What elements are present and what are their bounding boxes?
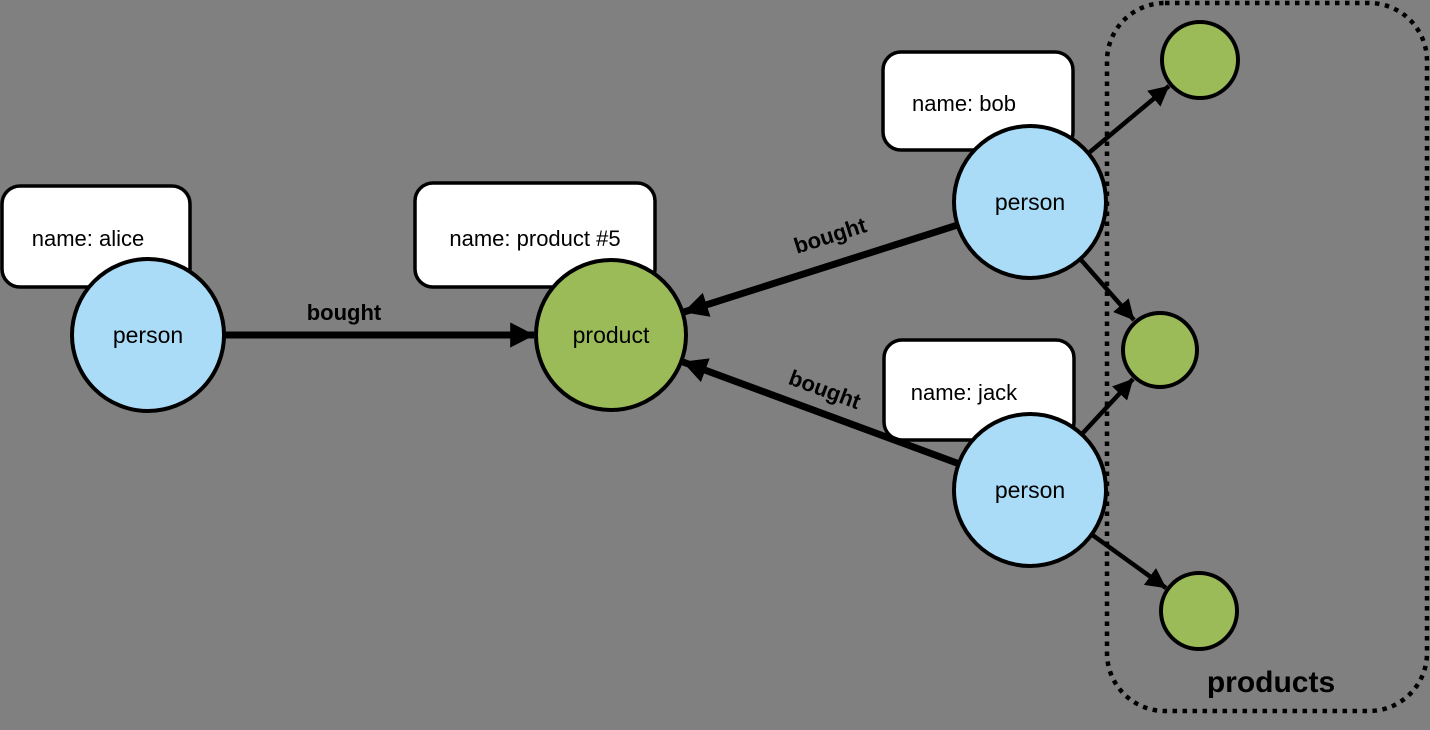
node-label-alice: person	[113, 322, 183, 348]
edge-label-bought-alice: bought	[307, 300, 382, 325]
property-text-bob: name: bob	[912, 91, 1016, 116]
products-group-label: products	[1207, 666, 1335, 699]
node-product	[534, 258, 688, 412]
node-jack-person	[952, 412, 1108, 568]
property-text-jack: name: jack	[911, 380, 1018, 405]
node-alice-person	[70, 257, 226, 413]
products-group-boundary	[1104, 0, 1430, 714]
property-text-alice: name: alice	[32, 226, 145, 251]
node-label-product: product	[573, 322, 650, 348]
node-label-jack: person	[995, 477, 1065, 503]
node-product-item-3	[1159, 571, 1239, 651]
property-text-product: name: product #5	[449, 226, 620, 251]
node-bob-person	[952, 124, 1108, 280]
node-product-item-2	[1121, 311, 1199, 389]
node-product-item-1	[1160, 20, 1240, 100]
node-label-bob: person	[995, 189, 1065, 215]
